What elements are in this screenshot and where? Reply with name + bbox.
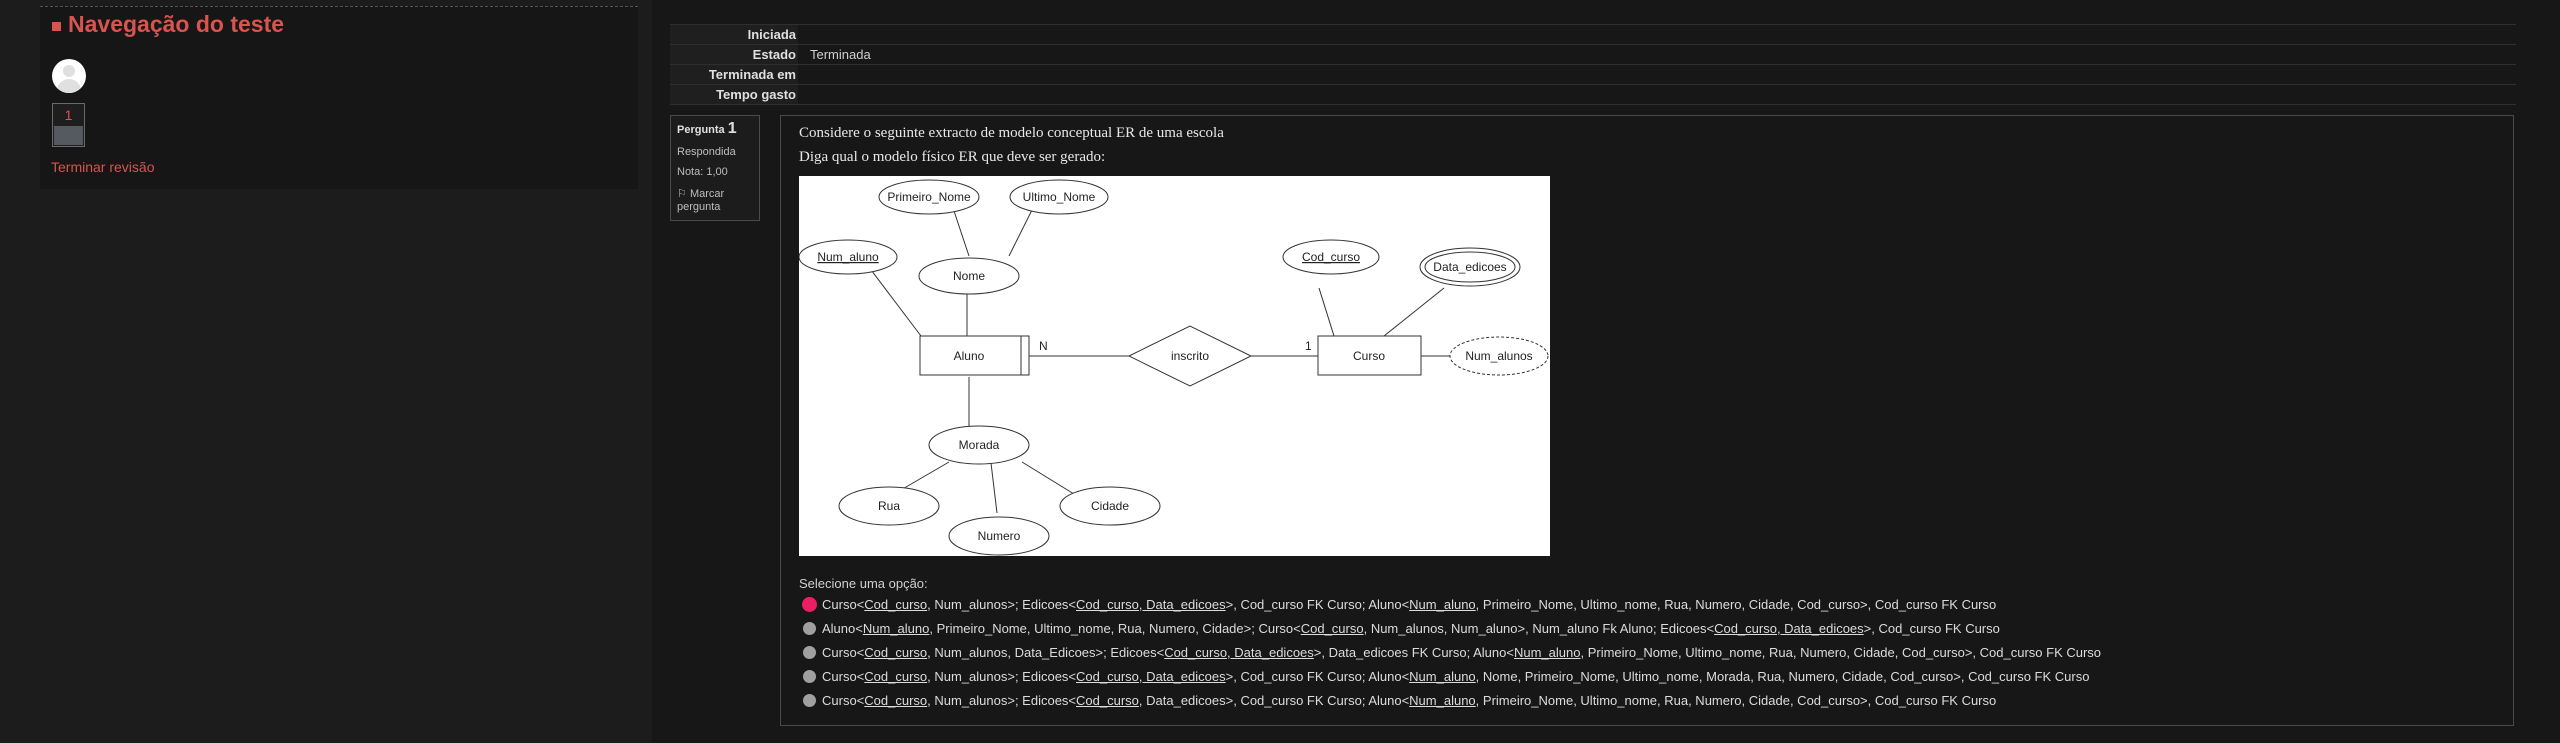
answer-text: Curso<Cod_curso, Num_alunos>; Edicoes<Co…	[822, 692, 1997, 708]
attr-ultimo-nome-ellipse	[1009, 179, 1109, 215]
answer-option-2[interactable]: Aluno<Num_aluno, Primeiro_Nome, Ultimo_n…	[799, 616, 2101, 640]
answer-text: Curso<Cod_curso, Num_alunos>; Edicoes<Co…	[822, 668, 2090, 684]
attr-numero: Numero	[978, 529, 1021, 543]
main-content: Iniciada Estado Terminada Terminada em T…	[652, 0, 2560, 743]
entity-aluno-label: Aluno	[954, 349, 985, 363]
entity-aluno-box	[919, 335, 1030, 376]
answer-option-5[interactable]: Curso<Cod_curso, Num_alunos>; Edicoes<Co…	[799, 688, 2101, 712]
summary-label: Estado	[670, 45, 798, 64]
attr-num-aluno-ellipse	[798, 239, 898, 275]
relationship-inscrito-label: inscrito	[1171, 349, 1209, 363]
question-info-box: Pergunta 1 Respondida Nota: 1,00 ⚐ Marca…	[670, 115, 760, 221]
radio-selected-icon[interactable]	[802, 596, 817, 612]
cardinality-1: 1	[1305, 339, 1312, 353]
attr-cidade: Cidade	[1091, 499, 1129, 513]
question-content: Considere o seguinte extracto de modelo …	[780, 115, 2514, 726]
summary-row-time-taken: Tempo gasto	[670, 84, 2516, 105]
radio-icon[interactable]	[803, 645, 816, 659]
attr-nome: Nome	[953, 269, 985, 283]
attr-primeiro-nome: Primeiro_Nome	[887, 190, 971, 204]
answer-prompt: Selecione uma opção:	[799, 576, 928, 591]
answer-text: Curso<Cod_curso, Num_alunos>; Edicoes<Co…	[822, 596, 1997, 612]
nav-title-text: Navegação do teste	[68, 11, 285, 37]
attr-num-alunos: Num_alunos	[1465, 349, 1532, 363]
finish-review-link[interactable]: Terminar revisão	[51, 159, 155, 175]
summary-row-finished: Terminada em	[670, 64, 2516, 84]
question-text-line-1: Considere o seguinte extracto de modelo …	[799, 125, 1224, 141]
radio-icon[interactable]	[803, 621, 816, 635]
flag-label-1: Marcar	[689, 188, 725, 200]
question-number: Pergunta 1	[677, 120, 753, 138]
nav-title: Navegação do teste	[52, 11, 284, 38]
answer-option-3[interactable]: Curso<Cod_curso, Num_alunos, Data_Edicoe…	[799, 640, 2101, 664]
attr-rua-ellipse	[838, 486, 940, 526]
attr-cidade-ellipse	[1059, 486, 1161, 526]
question-nav-button-1[interactable]: 1	[52, 103, 85, 147]
answer-text: Aluno<Num_aluno, Primeiro_Nome, Ultimo_n…	[822, 620, 2000, 636]
er-diagram: Aluno Curso inscrito N 1 Primeiro_Nome U…	[798, 176, 1550, 556]
radio-icon[interactable]	[803, 693, 816, 707]
relationship-inscrito-shape	[1127, 325, 1253, 387]
summary-label: Iniciada	[670, 25, 798, 44]
attr-nome-ellipse	[918, 257, 1020, 295]
answered-indicator	[54, 126, 83, 145]
cardinality-n: N	[1039, 339, 1048, 353]
answer-text: Curso<Cod_curso, Num_alunos, Data_Edicoe…	[822, 644, 2102, 660]
summary-row-state: Estado Terminada	[670, 44, 2516, 64]
attr-rua: Rua	[878, 499, 900, 513]
attr-num-aluno: Num_aluno	[817, 250, 879, 264]
bullet-icon	[52, 22, 61, 31]
question-status: Respondida	[677, 146, 736, 158]
attr-data-edicoes: Data_edicoes	[1433, 260, 1506, 274]
flag-label-2: pergunta	[677, 201, 721, 213]
summary-label: Tempo gasto	[670, 85, 798, 104]
user-avatar	[52, 59, 86, 93]
answer-option-1[interactable]: Curso<Cod_curso, Num_alunos>; Edicoes<Co…	[799, 592, 2101, 616]
radio-icon[interactable]	[803, 669, 816, 683]
entity-curso-box	[1317, 335, 1422, 376]
attr-num-alunos-ellipse	[1449, 336, 1549, 376]
answer-options: Curso<Cod_curso, Num_alunos>; Edicoes<Co…	[799, 592, 2101, 712]
entity-curso-label: Curso	[1353, 349, 1385, 363]
question-number-value: 1	[727, 120, 737, 137]
question-text-line-2: Diga qual o modelo físico ER que deve se…	[799, 149, 1106, 165]
attempt-summary-table: Iniciada Estado Terminada Terminada em T…	[670, 24, 2516, 105]
attr-cod-curso-ellipse	[1282, 239, 1380, 275]
attr-morada: Morada	[959, 438, 1000, 452]
attr-numero-ellipse	[948, 516, 1050, 556]
quiz-navigation-panel: Navegação do teste 1 Terminar revisão	[40, 6, 638, 189]
attr-data-edicoes-ellipse-inner	[1424, 251, 1516, 283]
er-diagram-svg: Aluno Curso inscrito N 1 Primeiro_Nome U…	[798, 179, 1549, 556]
flag-icon: ⚐	[677, 188, 687, 200]
attr-morada-ellipse	[928, 425, 1030, 465]
attr-primeiro-nome-ellipse	[878, 179, 980, 215]
flag-question-toggle[interactable]: ⚐ Marcar pergunta	[677, 188, 753, 214]
summary-value: Terminada	[810, 47, 871, 62]
attr-cod-curso: Cod_curso	[1302, 250, 1360, 264]
attr-ultimo-nome: Ultimo_Nome	[1023, 190, 1096, 204]
question-nav-number: 1	[64, 107, 73, 123]
summary-label: Terminada em	[670, 65, 798, 84]
summary-row-started: Iniciada	[670, 24, 2516, 44]
question-label: Pergunta	[677, 124, 725, 136]
answer-option-4[interactable]: Curso<Cod_curso, Num_alunos>; Edicoes<Co…	[799, 664, 2101, 688]
question-grade: Nota: 1,00	[677, 166, 728, 178]
